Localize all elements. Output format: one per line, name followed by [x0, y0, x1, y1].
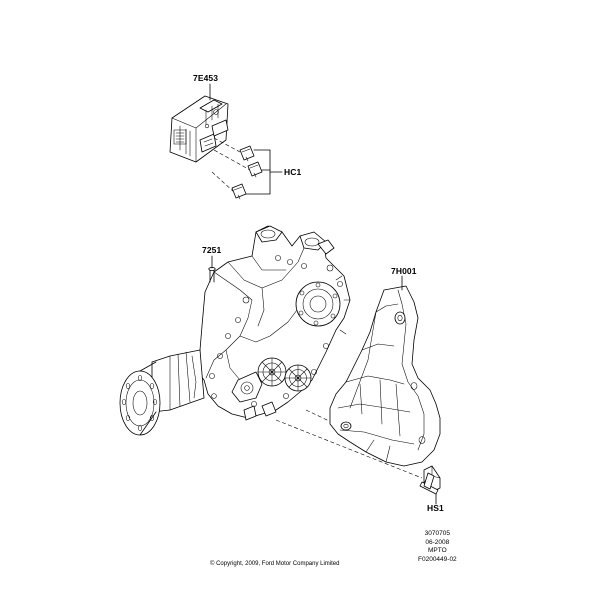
callout-hs1: HS1	[427, 503, 444, 513]
reference-line-1: 3070705	[424, 530, 450, 537]
bracket-7h001-illustration	[329, 285, 441, 467]
callout-7e453: 7E453	[193, 73, 219, 83]
reference-line-3: MPTO	[428, 547, 447, 555]
reference-block: 3070705 06-2008 MPTO F0200449-02	[418, 530, 457, 564]
callout-hc1: HC1	[284, 167, 302, 177]
module-7e453-illustration	[169, 95, 229, 163]
bolt-hs1-illustration	[419, 465, 441, 495]
callout-7h001: 7H001	[391, 266, 417, 276]
callout-7251: 7251	[202, 245, 222, 255]
reference-line-2: 06-2008	[425, 538, 450, 546]
alignment-line-lower	[275, 419, 423, 479]
reference-line-4: F0200449-02	[418, 555, 457, 563]
clips-hc1-illustration	[211, 137, 283, 200]
transfer-case-7251-illustration	[119, 225, 351, 436]
copyright-notice: © Copyright, 2009, Ford Motor Company Li…	[210, 561, 340, 567]
